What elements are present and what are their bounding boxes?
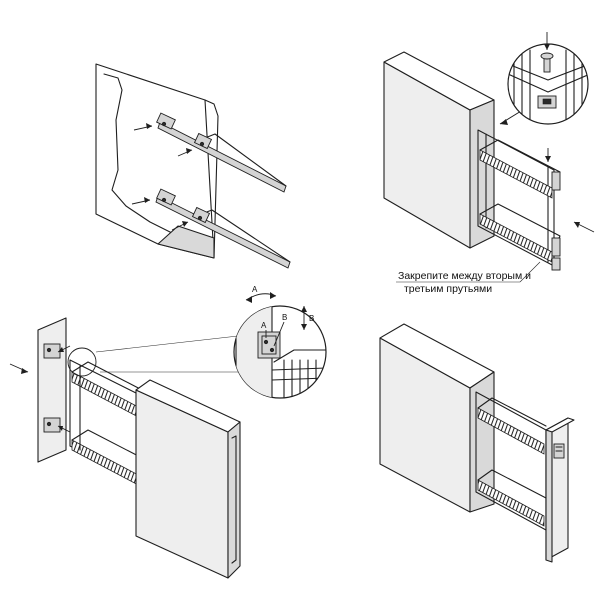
basket-rack-step4 [475,391,547,531]
detail-circle-adjust: A B A B [233,285,327,399]
fix-note-line2: третьим прутьями [404,283,492,295]
label-b-side: B [309,314,314,323]
label-a-top: A [252,285,258,294]
detail-circle-screw [507,32,589,125]
basket-rack-step2 [477,129,561,271]
step4-finished-assembly [379,323,575,563]
label-b-mid: B [282,313,287,322]
fix-note-line1: Закрепите между вторым и [398,270,531,282]
screw-arrows-step1 [131,123,193,231]
step1-rail-mounting [95,63,291,269]
step2-basket-fixing: Закрепите между вторым и третьим прутьям… [383,32,595,295]
label-a-mid: A [261,321,267,330]
step3-door-attach: A B A B [9,285,327,579]
basket-rack-step3 [69,359,147,489]
